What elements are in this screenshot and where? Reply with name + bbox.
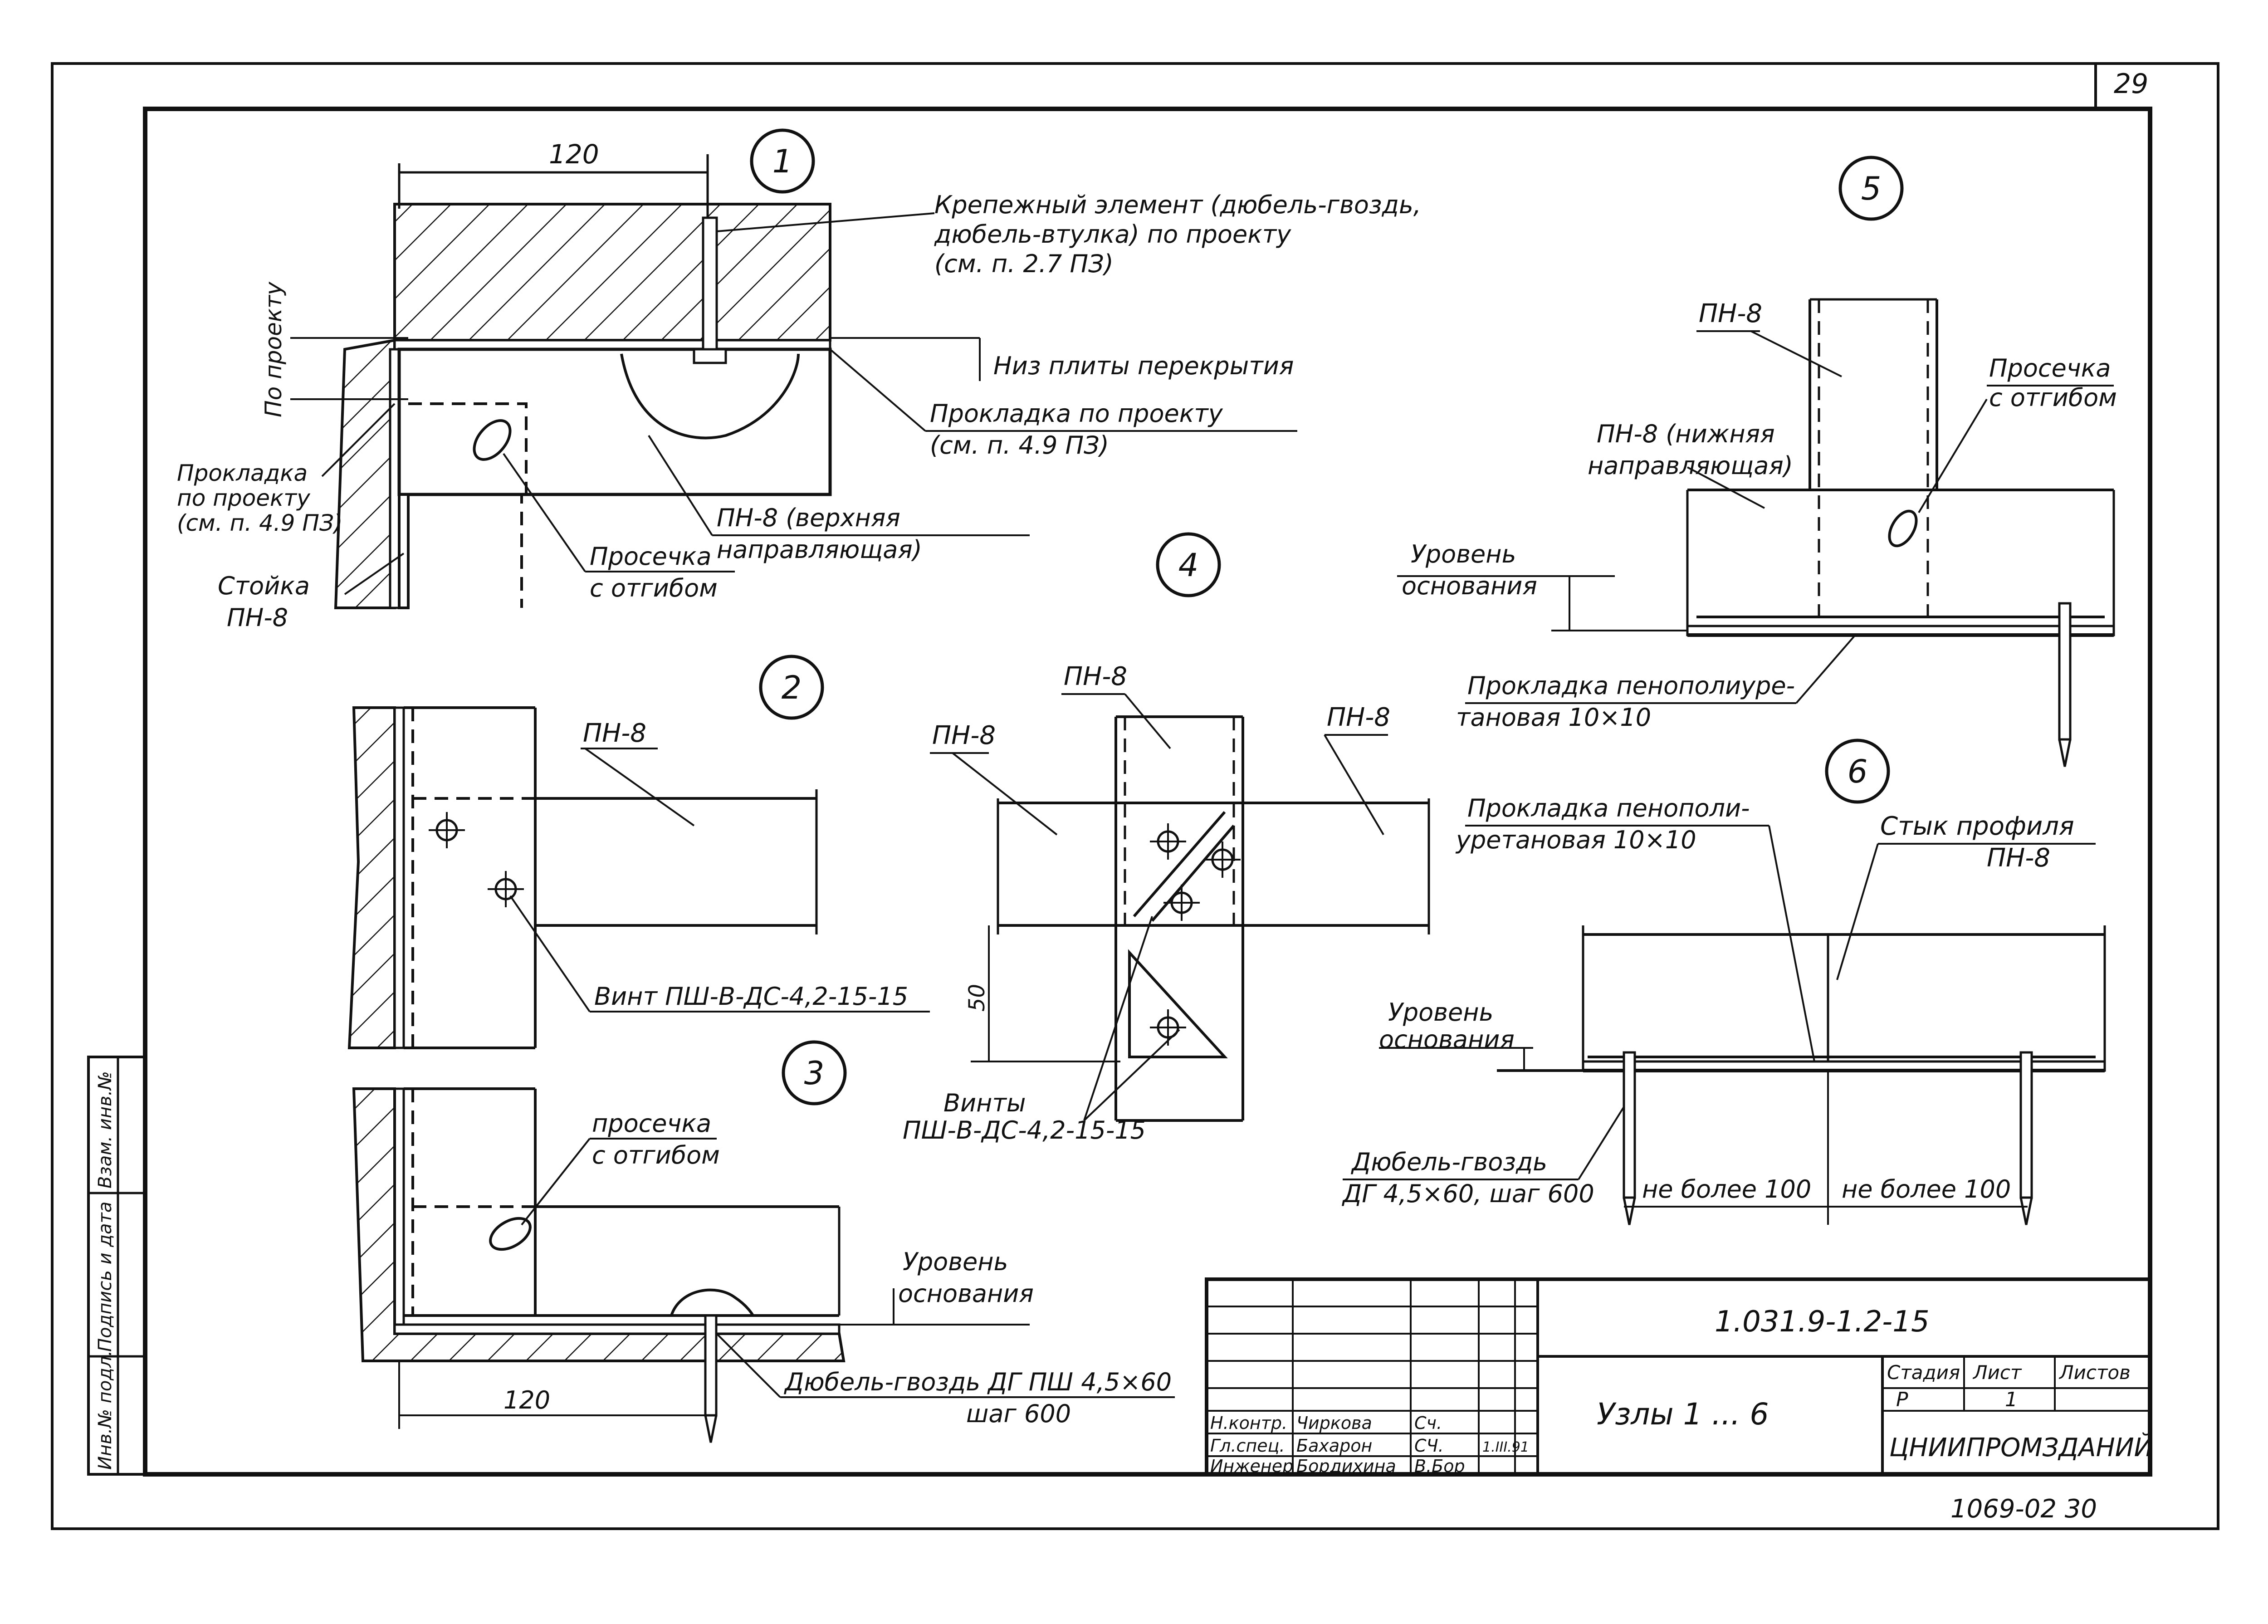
page-number: 29 — [2114, 68, 2148, 100]
node1-notch-2: с отгибом — [590, 574, 718, 602]
row3-role: Инженер — [1210, 1456, 1293, 1476]
node4-profile-right: ПН-8 — [1327, 703, 1390, 732]
row3-sign: В.Бор — [1414, 1456, 1465, 1476]
title-block: 1.031.9-1.2-15 Узлы 1 ... 6 Стадия Лист … — [1205, 1277, 2153, 1476]
row1-sign: Сч. — [1414, 1413, 1442, 1433]
node5-base-2: основания — [1402, 572, 1537, 600]
node6-joint-2: ПН-8 — [1987, 843, 2050, 873]
node-label-6: 6 — [1848, 753, 1868, 790]
row2-sign: СЧ. — [1414, 1436, 1444, 1456]
node6-dim-right: не более 100 — [1842, 1175, 2011, 1203]
node5-profile-top: ПН-8 — [1699, 299, 1762, 328]
node5-guide-2: направляющая) — [1588, 451, 1793, 480]
node5-gasket-2: тановая 10×10 — [1456, 703, 1651, 732]
node1-slab-bottom: Низ плиты перекрытия — [993, 352, 1294, 380]
node2-profile: ПН-8 — [583, 719, 646, 748]
node6-gasket-1: Прокладка пенополи- — [1467, 794, 1750, 822]
node6-gasket-2: уретановая 10×10 — [1455, 826, 1696, 854]
node1-dim-top: 120 — [549, 139, 599, 170]
node1-fastener-2: дюбель-втулка) по проекту — [934, 220, 1291, 249]
node6-base-2: основания — [1379, 1025, 1515, 1054]
node3-notch-2: с отгибом — [592, 1141, 720, 1169]
node-2-detail: ПН-8 Винт ПШ-В-ДС-4,2-15-15 — [347, 706, 930, 1049]
node1-gasket-top-2: (см. п. 4.9 ПЗ) — [930, 431, 1109, 460]
stamp-inv: Инв.№ подл. — [95, 1350, 116, 1470]
row2-role: Гл.спец. — [1210, 1436, 1285, 1456]
node6-joint-1: Стык профиля — [1880, 812, 2074, 841]
node1-notch-1: Просечка — [590, 542, 711, 571]
node-label-1: 1 — [772, 143, 793, 180]
node-label-2: 2 — [782, 669, 802, 706]
node1-gasket-side-1: Прокладка — [177, 460, 308, 486]
node4-profile-left: ПН-8 — [932, 721, 996, 750]
node3-dim: 120 — [503, 1386, 550, 1414]
side-stamp: Инв.№ подл. Подпись и дата Взам. инв.№ — [87, 1056, 147, 1476]
doc-number: 1.031.9-1.2-15 — [1715, 1305, 1930, 1339]
sheet-frame: 29 1069-02 30 — [51, 62, 2219, 1530]
node-1-detail: 120 По проекту Крепежный элемент (дюбель… — [177, 139, 1421, 632]
org-name: ЦНИИПРОМЗДАНИЙ — [1889, 1433, 2153, 1463]
node-label-5: 5 — [1861, 170, 1882, 207]
node-6-detail: Прокладка пенополи- уретановая 10×10 Сты… — [1342, 794, 2106, 1225]
node-label-3: 3 — [804, 1055, 825, 1092]
sheets-header: Листов — [2058, 1361, 2131, 1384]
row1-role: Н.контр. — [1210, 1413, 1287, 1433]
node3-base-1: Уровень — [903, 1247, 1008, 1276]
node1-fastener-3: (см. п. 2.7 ПЗ) — [934, 249, 1114, 278]
sheet-header: Лист — [1972, 1361, 2022, 1384]
node1-dim-side: По проекту — [260, 281, 287, 417]
node4-screws-1: Винты — [943, 1089, 1026, 1117]
stamp-replace: Взам. инв.№ — [95, 1071, 116, 1189]
node-markers: 1 2 3 4 5 6 — [750, 128, 1904, 1105]
node-3-detail: просечка с отгибом Уровень основания Дюб… — [352, 1087, 1175, 1443]
node3-dowel-2: шаг 600 — [966, 1399, 1071, 1428]
node4-screws-2: ПШ-В-ДС-4,2-15-15 — [903, 1116, 1146, 1145]
node1-post-1: Стойка — [218, 572, 310, 600]
stamp-sign: Подпись и дата — [95, 1202, 116, 1352]
node2-screw: Винт ПШ-В-ДС-4,2-15-15 — [594, 982, 908, 1011]
stage-value: Р — [1896, 1388, 1908, 1411]
node6-base-1: Уровень — [1388, 998, 1493, 1027]
row3-name: Бордихина — [1296, 1456, 1396, 1476]
row1-name: Чиркова — [1296, 1413, 1372, 1433]
node-4-detail: 50 ПН-8 ПН-8 ПН-8 Винты ПШ-В-ДС-4,2-15-1… — [903, 662, 1430, 1145]
node1-guide-2: направляющая) — [717, 535, 922, 564]
node-label-4: 4 — [1178, 547, 1199, 584]
node3-base-2: основания — [898, 1279, 1034, 1308]
node6-dim-left: не более 100 — [1642, 1175, 1811, 1203]
node-5-detail: ПН-8 ПН-8 (нижняя направляющая) Просечка… — [1397, 298, 2117, 767]
node3-notch-1: просечка — [592, 1109, 711, 1138]
node1-gasket-top-1: Прокладка по проекту — [930, 399, 1223, 428]
node3-dowel-1: Дюбель-гвоздь ДГ ПШ 4,5×60 — [784, 1368, 1172, 1396]
node6-dowel-1: Дюбель-гвоздь — [1351, 1148, 1547, 1176]
bottom-code: 1069-02 30 — [1950, 1494, 2097, 1524]
node4-dim: 50 — [964, 984, 990, 1012]
node1-fastener-1: Крепежный элемент (дюбель-гвоздь, — [934, 191, 1421, 219]
node5-base-1: Уровень — [1411, 540, 1516, 568]
sheet-value: 1 — [2005, 1388, 2018, 1411]
node5-gasket-1: Прокладка пенополиуре- — [1467, 671, 1795, 700]
node1-gasket-side-2: по проекту — [177, 485, 311, 511]
node5-notch-2: с отгибом — [1989, 383, 2117, 412]
node1-guide-1: ПН-8 (верхняя — [717, 504, 900, 532]
doc-title: Узлы 1 ... 6 — [1597, 1397, 1769, 1432]
row2-name: Бахарон — [1296, 1436, 1372, 1456]
stage-header: Стадия — [1887, 1361, 1960, 1384]
node1-post-2: ПН-8 — [227, 603, 288, 632]
row2-date: 1.III.91 — [1482, 1439, 1529, 1455]
node1-gasket-side-3: (см. п. 4.9 ПЗ) — [177, 510, 343, 536]
node5-notch-1: Просечка — [1989, 354, 2111, 382]
node5-guide-1: ПН-8 (нижняя — [1597, 420, 1775, 448]
node6-dowel-2: ДГ 4,5×60, шаг 600 — [1342, 1179, 1594, 1208]
node4-profile-top: ПН-8 — [1064, 662, 1127, 691]
